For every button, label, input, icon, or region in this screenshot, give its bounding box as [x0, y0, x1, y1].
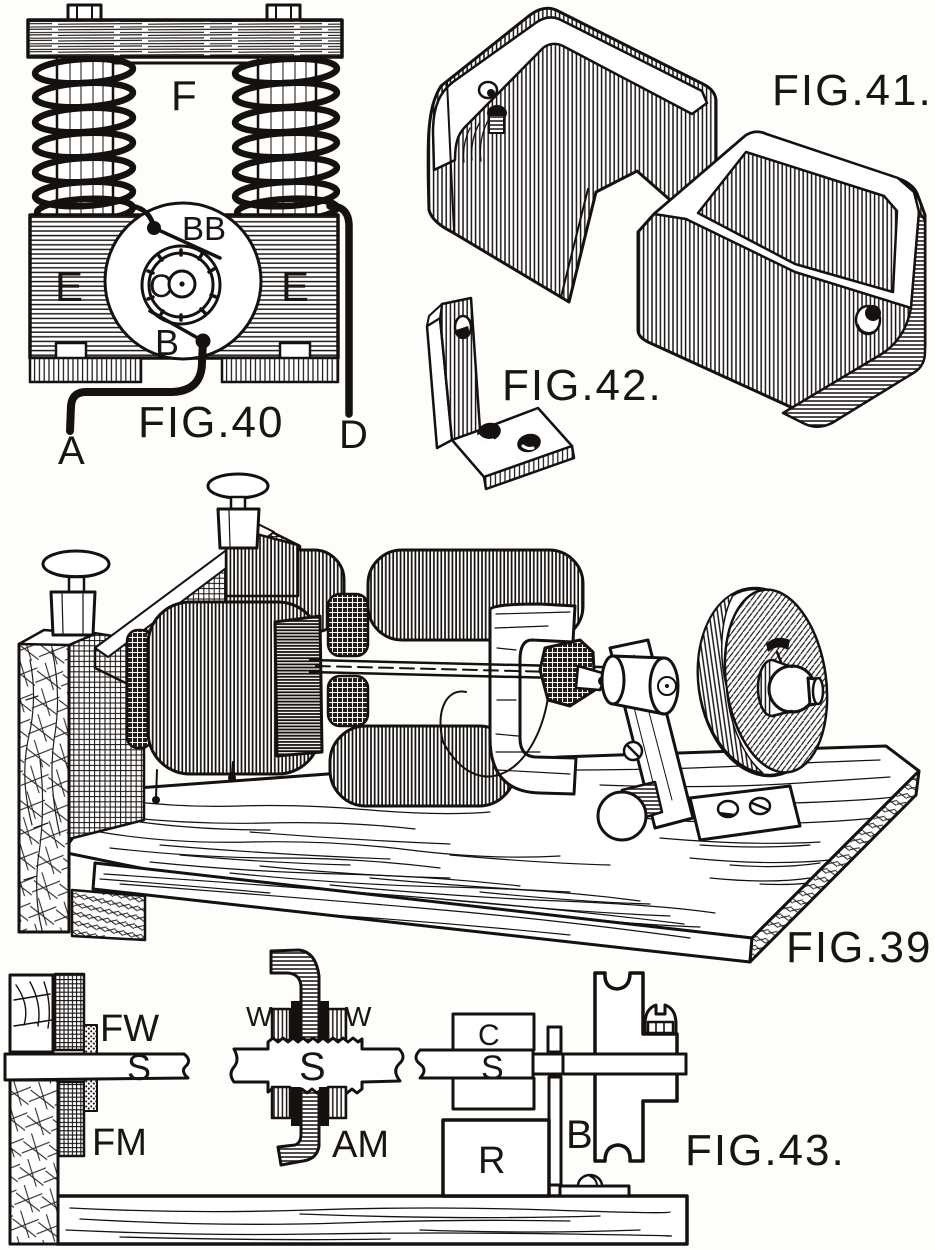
- svg-text:E: E: [55, 263, 83, 310]
- svg-text:S: S: [299, 1045, 326, 1089]
- svg-text:C: C: [149, 268, 172, 304]
- svg-text:E: E: [281, 263, 309, 310]
- svg-text:A: A: [58, 429, 85, 473]
- svg-text:BB: BB: [182, 210, 226, 247]
- svg-text:F: F: [171, 72, 197, 119]
- svg-text:C: C: [478, 1019, 500, 1052]
- svg-text:FM: FM: [92, 1122, 147, 1164]
- svg-text:S: S: [127, 1047, 151, 1088]
- svg-text:AM: AM: [332, 1124, 389, 1166]
- svg-text:D: D: [339, 413, 368, 457]
- svg-text:W: W: [345, 1001, 372, 1032]
- svg-text:R: R: [478, 1140, 505, 1182]
- svg-text:B: B: [155, 322, 179, 363]
- svg-text:FIG.43.: FIG.43.: [685, 1126, 846, 1175]
- svg-text:B: B: [566, 1113, 593, 1157]
- svg-text:W: W: [246, 1001, 273, 1032]
- svg-text:FIG.40: FIG.40: [138, 398, 285, 447]
- svg-text:FIG.42.: FIG.42.: [502, 361, 663, 410]
- svg-text:FIG.41.: FIG.41.: [772, 66, 933, 115]
- svg-text:FIG.39.: FIG.39.: [786, 923, 935, 972]
- svg-text:FW: FW: [100, 1008, 159, 1050]
- svg-text:S: S: [481, 1049, 504, 1087]
